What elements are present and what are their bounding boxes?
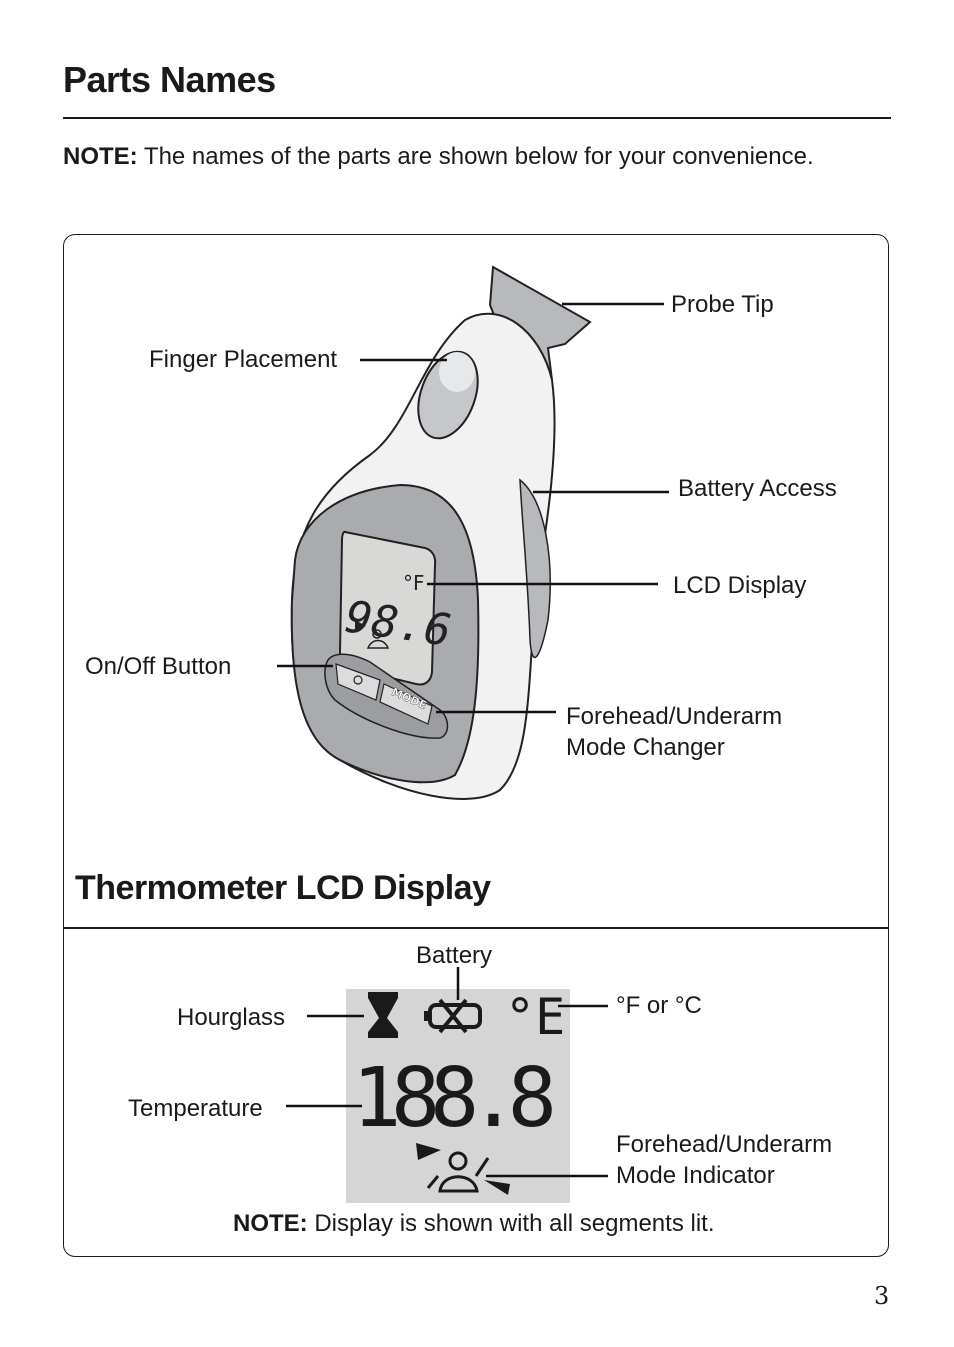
footer-note-label: NOTE:	[233, 1210, 308, 1237]
person-icon	[448, 1151, 468, 1171]
label-mode-indicator-line1: Forehead/Underarm	[616, 1131, 833, 1158]
label-mode-changer: Forehead/Underarm Mode Changer	[566, 701, 782, 763]
page-number: 3	[874, 1282, 890, 1310]
footer-note: NOTE: Display is shown with all segments…	[233, 1210, 715, 1238]
underarm-arrow-icon	[484, 1180, 510, 1195]
note-text: The names of the parts are shown below f…	[143, 143, 814, 170]
title-rule	[63, 117, 891, 119]
label-mode-indicator-line2: Mode Indicator	[616, 1162, 775, 1189]
label-temperature: Temperature	[128, 1095, 263, 1122]
label-hourglass: Hourglass	[177, 1004, 286, 1031]
diagram-frame	[63, 234, 889, 1257]
label-lcd-display: LCD Display	[673, 572, 807, 599]
lcd-section-title: Thermometer LCD Display	[75, 869, 491, 907]
power-icon	[353, 675, 363, 685]
device-lcd-unit: °F	[403, 571, 425, 595]
label-battery-access: Battery Access	[678, 475, 837, 502]
page-title: Parts Names	[63, 59, 276, 100]
label-on-off-button: On/Off Button	[85, 653, 232, 680]
label-battery: Battery	[416, 942, 493, 969]
lcd-temperature-digits: 188.8	[352, 1051, 557, 1146]
lcd-unit-symbol: °E	[505, 988, 565, 1046]
label-finger-placement: Finger Placement	[149, 346, 338, 373]
section-rule	[64, 927, 889, 929]
battery-access-shape	[519, 478, 551, 659]
on-off-button-shape	[335, 663, 381, 701]
label-mode-changer-line1: Forehead/Underarm	[566, 703, 783, 730]
note-label: NOTE:	[63, 143, 138, 170]
label-mode-indicator: Forehead/Underarm Mode Indicator	[616, 1129, 832, 1191]
label-mode-changer-line2: Mode Changer	[566, 734, 725, 761]
device-lcd-screen	[338, 530, 437, 686]
forehead-arrow-icon	[416, 1143, 441, 1160]
label-probe-tip: Probe Tip	[671, 291, 774, 318]
mode-button-shape	[379, 683, 433, 725]
footer-note-text: Display is shown with all segments lit.	[314, 1210, 715, 1237]
label-unit: °F or °C	[616, 992, 702, 1019]
hourglass-icon	[368, 992, 398, 1038]
intro-note: NOTE: The names of the parts are shown b…	[63, 140, 823, 174]
